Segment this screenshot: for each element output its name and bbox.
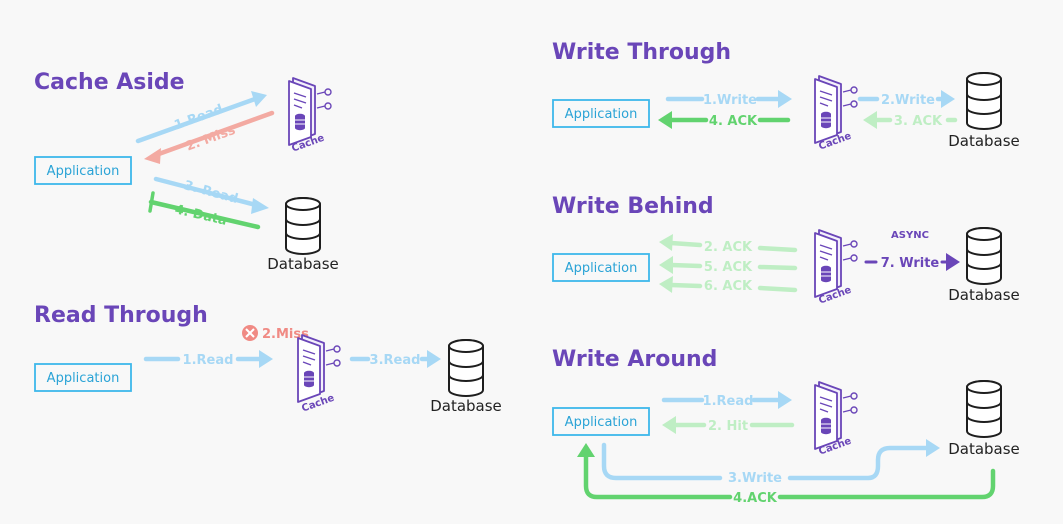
read-through-database-icon: Database — [430, 339, 502, 415]
read-through-read1-label: 1.Read — [183, 353, 234, 368]
cache-aside-data-label: 4. Data — [173, 202, 228, 229]
application-label: Application — [47, 371, 120, 386]
read-through-read3-label: 3.Read — [370, 353, 421, 368]
read-through-read1-arrow: 1.Read — [143, 350, 273, 368]
cache-aside-read3-label: 3. Read — [182, 178, 239, 207]
write-through-write1-arrow: 1.Write — [665, 90, 792, 108]
write-behind-ack2-label: 2. ACK — [704, 240, 753, 255]
async-label: ASYNC — [891, 230, 929, 241]
write-behind-write7-label: 7. Write — [881, 256, 940, 271]
read-through-read3-arrow: 3.Read — [349, 350, 441, 368]
database-label: Database — [267, 255, 339, 273]
write-through-write2-label: 2.Write — [881, 93, 935, 108]
write-through-title: Write Through — [552, 40, 731, 65]
write-through-ack3-arrow: 3. ACK — [863, 111, 958, 129]
application-label: Application — [565, 415, 638, 430]
write-through-write2-arrow: 2.Write — [857, 90, 955, 108]
application-label: Application — [565, 107, 638, 122]
write-through-ack4-arrow: 4. ACK — [658, 111, 791, 129]
write-around-read1-arrow: 1.Read — [661, 391, 792, 409]
database-label: Database — [948, 132, 1020, 150]
write-behind-cache-icon: Cache — [814, 229, 858, 307]
cache-aside-database-icon: Database — [267, 197, 339, 273]
write-around-cache-icon: Cache — [814, 381, 858, 458]
write-around-write3-arrow: 3.Write — [601, 439, 940, 486]
write-around-title: Write Around — [552, 347, 717, 372]
write-around-write3-label: 3.Write — [728, 471, 782, 486]
application-label: Application — [565, 261, 638, 276]
application-label: Application — [47, 164, 120, 179]
write-behind-write7-arrow: 7. Write — [864, 253, 960, 271]
cache-aside-cache-icon: Cache — [288, 77, 332, 155]
write-around-hit2-arrow: 2. Hit — [662, 416, 795, 434]
cache-aside-application-box: Application — [34, 156, 132, 185]
database-label: Database — [430, 397, 502, 415]
read-through-cache-icon: Cache — [297, 334, 341, 415]
write-behind-title: Write Behind — [552, 194, 714, 219]
write-around-application-box: Application — [552, 407, 650, 436]
write-through-cache-icon: Cache — [814, 75, 858, 153]
write-through-write1-label: 1.Write — [703, 93, 757, 108]
write-around-hit2-label: 2. Hit — [708, 419, 748, 434]
read-through-application-box: Application — [34, 363, 132, 392]
read-through-title: Read Through — [34, 303, 208, 328]
write-behind-ack5-arrow: 5. ACK — [659, 256, 798, 275]
write-behind-ack2-arrow: 2. ACK — [659, 234, 798, 255]
write-around-database-icon: Database — [948, 380, 1020, 458]
write-behind-ack5-label: 5. ACK — [704, 260, 753, 275]
write-around-ack4-arrow: 4.ACK — [577, 443, 996, 506]
write-through-ack4-label: 4. ACK — [709, 114, 758, 129]
write-around-ack4-label: 4.ACK — [733, 491, 778, 506]
cache-aside-title: Cache Aside — [34, 70, 185, 95]
write-behind-database-icon: Database — [948, 227, 1020, 304]
write-behind-application-box: Application — [552, 253, 650, 282]
write-through-database-icon: Database — [948, 72, 1020, 150]
write-through-application-box: Application — [552, 99, 650, 128]
database-label: Database — [948, 286, 1020, 304]
write-around-read1-label: 1.Read — [703, 394, 754, 409]
write-through-ack3-label: 3. ACK — [894, 114, 943, 129]
write-behind-ack6-arrow: 6. ACK — [659, 276, 798, 294]
write-behind-ack6-label: 6. ACK — [704, 279, 753, 294]
database-label: Database — [948, 440, 1020, 458]
